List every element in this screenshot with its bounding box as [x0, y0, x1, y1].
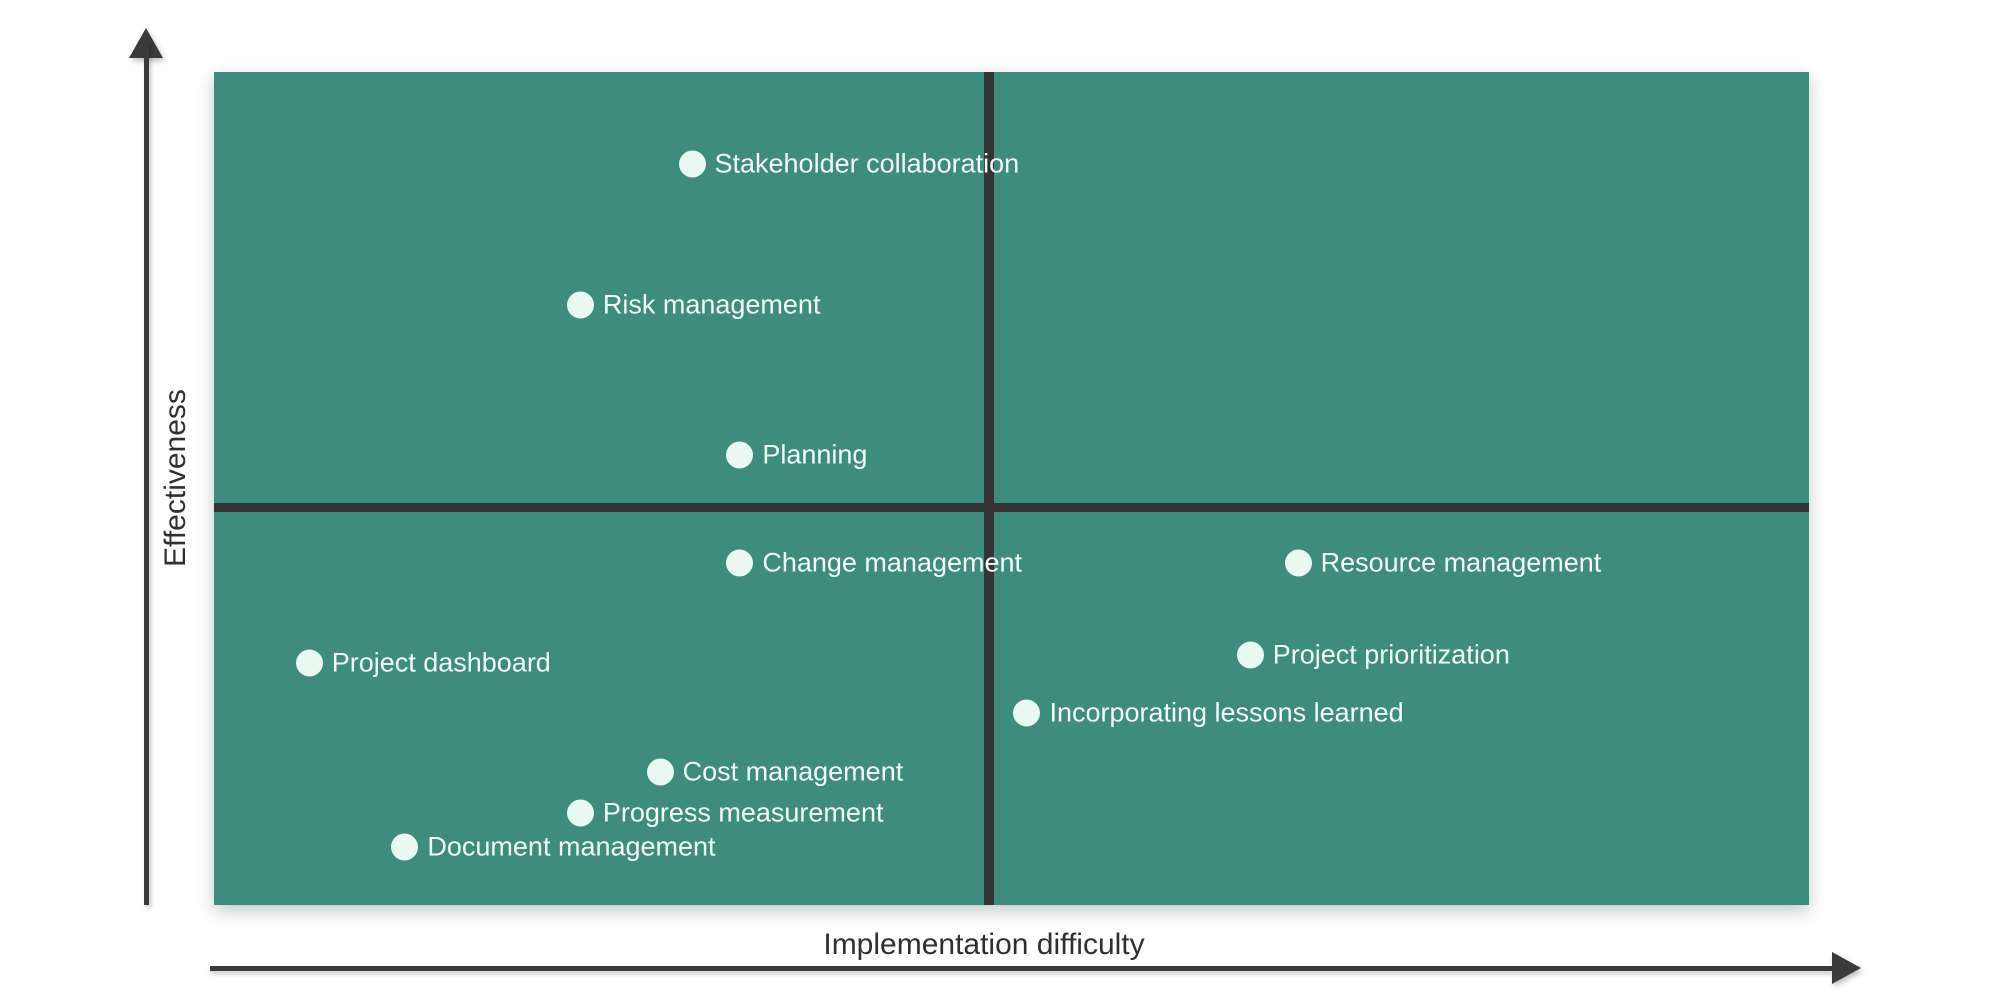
- horizontal-quadrant-divider: [214, 503, 1809, 513]
- vertical-quadrant-divider: [984, 72, 995, 905]
- point-change-management: Change management: [726, 547, 1023, 578]
- point-label: Planning: [762, 439, 868, 470]
- point-label: Progress measurement: [602, 797, 884, 828]
- point-stakeholder-collaboration: Stakeholder collaboration: [678, 148, 1020, 179]
- x-axis-arrow-right-icon: [1832, 952, 1861, 984]
- point-risk-management: Risk management: [566, 289, 821, 320]
- point-marker-circle: [391, 833, 419, 861]
- point-label: Incorporating lessons learned: [1049, 697, 1404, 728]
- point-label: Project prioritization: [1272, 639, 1510, 670]
- point-label: Stakeholder collaboration: [714, 148, 1020, 179]
- point-planning: Planning: [726, 439, 868, 470]
- point-label: Change management: [762, 547, 1023, 578]
- x-axis-title: Implementation difficulty: [823, 928, 1145, 961]
- point-project-dashboard: Project dashboard: [295, 647, 551, 678]
- x-axis-line: [210, 966, 1832, 971]
- point-marker-circle: [726, 549, 754, 577]
- y-axis-line: [144, 42, 149, 905]
- point-marker-circle: [1013, 699, 1041, 727]
- point-project-prioritization: Project prioritization: [1236, 639, 1510, 670]
- point-marker-circle: [1284, 549, 1312, 577]
- point-label: Cost management: [682, 756, 904, 787]
- point-label: Project dashboard: [331, 647, 551, 678]
- y-axis-title: Effectiveness: [159, 389, 192, 567]
- point-marker-circle: [646, 758, 674, 786]
- point-incorporating-lessons-learned: Incorporating lessons learned: [1013, 697, 1404, 728]
- point-label: Resource management: [1320, 547, 1602, 578]
- point-marker-circle: [566, 291, 594, 319]
- point-marker-circle: [678, 150, 706, 178]
- point-marker-circle: [566, 799, 594, 827]
- point-resource-management: Resource management: [1284, 547, 1602, 578]
- point-progress-measurement: Progress measurement: [566, 797, 884, 828]
- point-document-management: Document management: [391, 831, 716, 862]
- point-marker-circle: [295, 649, 323, 677]
- point-cost-management: Cost management: [646, 756, 904, 787]
- point-label: Document management: [427, 831, 716, 862]
- point-marker-circle: [726, 441, 754, 469]
- point-marker-circle: [1236, 641, 1264, 669]
- point-label: Risk management: [602, 289, 821, 320]
